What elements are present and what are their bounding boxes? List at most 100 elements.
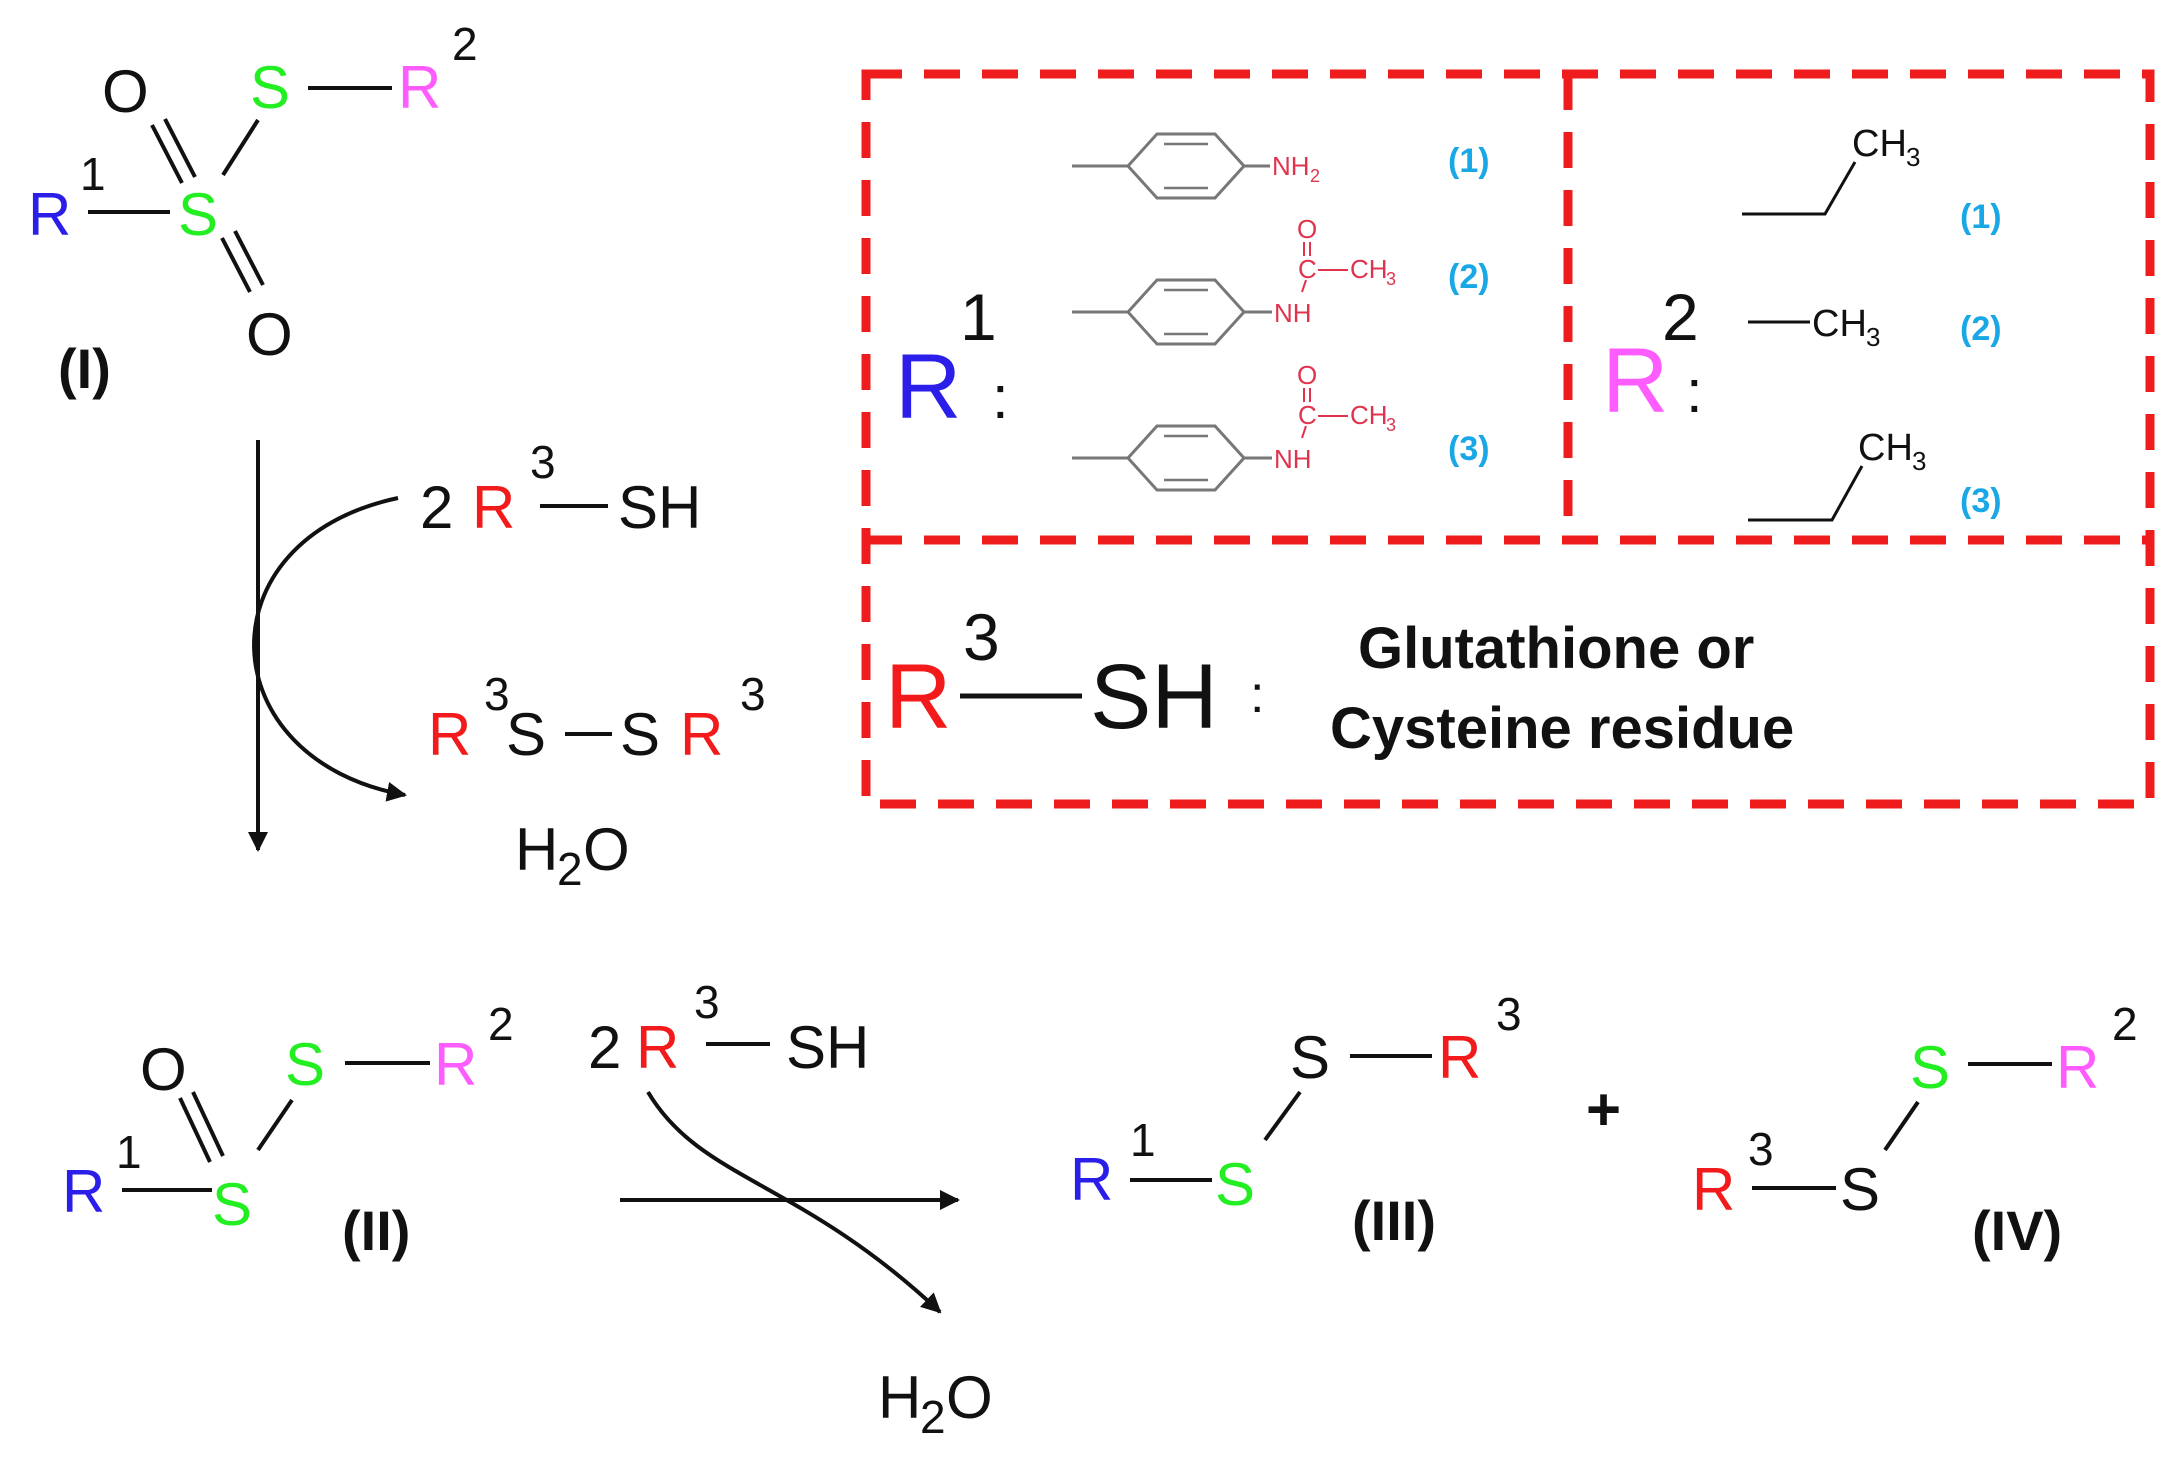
reagent-coefficient: 2 bbox=[588, 1014, 621, 1081]
atom-r1: R bbox=[1070, 1146, 1113, 1213]
atom-s-green: S bbox=[1215, 1151, 1255, 1218]
atom-o-top: O bbox=[102, 58, 149, 125]
water-2: 2 bbox=[920, 1391, 946, 1443]
ch3-sub: 3 bbox=[1906, 142, 1920, 172]
reaction-step-2: 2 R 3 SH H 2 O bbox=[588, 976, 993, 1443]
atom-s-black: S bbox=[1840, 1156, 1880, 1223]
r2-option-1: CH 3 (1) bbox=[1742, 123, 2002, 236]
r1-index-3: (3) bbox=[1448, 430, 1490, 468]
r3-description-line1: Glutathione or bbox=[1358, 616, 1754, 681]
legend-r2-colon: : bbox=[1686, 358, 1703, 425]
atom-o: O bbox=[140, 1036, 187, 1103]
atom-sulfonyl-s: S bbox=[178, 181, 218, 248]
plus-sign: + bbox=[1586, 1076, 1621, 1143]
label-compound-I: (I) bbox=[58, 337, 111, 400]
sup-1: 1 bbox=[116, 1126, 142, 1178]
ch3-sub: 3 bbox=[1912, 446, 1926, 476]
methyl-ch: CH bbox=[1350, 254, 1388, 284]
sup-2: 2 bbox=[452, 18, 478, 70]
legend-r3: R bbox=[885, 646, 951, 748]
r2-index-1: (1) bbox=[1960, 198, 2002, 236]
legend-r3-colon: : bbox=[1250, 666, 1264, 724]
sup-3: 3 bbox=[694, 976, 720, 1028]
atom-sulfinyl-s: S bbox=[212, 1171, 252, 1238]
carbonyl-o: O bbox=[1297, 360, 1317, 390]
water-o: O bbox=[946, 1364, 993, 1431]
sup-2: 2 bbox=[488, 998, 514, 1050]
atom-r2: R bbox=[398, 54, 441, 121]
r3-description-line2: Cysteine residue bbox=[1330, 696, 1794, 761]
r1-index-1: (1) bbox=[1448, 142, 1490, 180]
sup-3: 3 bbox=[1748, 1123, 1774, 1175]
byproduct-s-right: S bbox=[620, 701, 660, 768]
reagent-sh: SH bbox=[618, 474, 701, 541]
atom-o-bottom: O bbox=[246, 301, 293, 368]
water-o: O bbox=[583, 816, 630, 883]
byproduct-s-left: S bbox=[506, 701, 546, 768]
sup-1: 1 bbox=[1130, 1114, 1156, 1166]
reagent-r3: R bbox=[472, 474, 515, 541]
atom-r3: R bbox=[1438, 1024, 1481, 1091]
water-2: 2 bbox=[557, 843, 583, 895]
r2-index-3: (3) bbox=[1960, 482, 2002, 520]
reagent-r3: R bbox=[636, 1014, 679, 1081]
nh-group: NH bbox=[1274, 298, 1312, 328]
label-compound-III: (III) bbox=[1352, 1189, 1436, 1252]
sup-3: 3 bbox=[740, 668, 766, 720]
methyl-subscript: 3 bbox=[1386, 269, 1396, 289]
compound-III: R 1 S S R 3 (III) bbox=[1070, 988, 1522, 1252]
legend-r3-sh: SH bbox=[1090, 646, 1218, 748]
reagent-sh: SH bbox=[786, 1014, 869, 1081]
byproduct-r3-left: R bbox=[428, 701, 471, 768]
legend-r2: R bbox=[1602, 330, 1668, 432]
compound-I: R 1 S O O S R 2 (I) bbox=[28, 18, 478, 400]
atom-r1: R bbox=[62, 1158, 105, 1225]
atom-r2: R bbox=[2056, 1034, 2099, 1101]
atom-thio-s: S bbox=[250, 54, 290, 121]
ch3-sub: 3 bbox=[1866, 322, 1880, 352]
reaction-step-1: 2 R 3 SH R 3 S S R 3 H 2 O bbox=[248, 436, 766, 895]
nh-group: NH bbox=[1274, 444, 1312, 474]
sup-1: 1 bbox=[80, 148, 106, 200]
methyl-subscript: 3 bbox=[1386, 415, 1396, 435]
water-h: H bbox=[515, 816, 558, 883]
atom-s-green: S bbox=[1910, 1034, 1950, 1101]
sup-3: 3 bbox=[484, 668, 510, 720]
reagent-coefficient: 2 bbox=[420, 474, 453, 541]
sup-2: 2 bbox=[2112, 998, 2138, 1050]
ch3-c: CH bbox=[1812, 303, 1867, 345]
label-compound-IV: (IV) bbox=[1972, 1199, 2062, 1262]
atom-thio-s: S bbox=[285, 1031, 325, 1098]
legend-r2-sup: 2 bbox=[1662, 280, 1699, 354]
atom-r2: R bbox=[434, 1031, 477, 1098]
ch3-c: CH bbox=[1858, 427, 1913, 469]
carbonyl-o: O bbox=[1297, 214, 1317, 244]
nh2-group: NH bbox=[1272, 151, 1310, 181]
legend-r3-sup: 3 bbox=[963, 600, 1000, 674]
methyl-ch: CH bbox=[1350, 400, 1388, 430]
water-h: H bbox=[878, 1364, 921, 1431]
r1-option-2: NH C O CH 3 (2) bbox=[1072, 214, 1490, 346]
r2-index-2: (2) bbox=[1960, 310, 2002, 348]
compound-II: R 1 S O S R 2 (II) bbox=[62, 998, 514, 1262]
legend-r1: R bbox=[895, 336, 961, 438]
sup-3: 3 bbox=[530, 436, 556, 488]
label-compound-II: (II) bbox=[342, 1199, 410, 1262]
atom-s-black: S bbox=[1290, 1024, 1330, 1091]
r1-option-1: NH 2 (1) bbox=[1072, 132, 1490, 200]
nh2-subscript: 2 bbox=[1310, 166, 1320, 186]
carbonyl-c: C bbox=[1298, 254, 1317, 284]
atom-r3: R bbox=[1692, 1156, 1735, 1223]
r2-option-3: CH 3 (3) bbox=[1748, 427, 2002, 522]
substituent-legend: R 1 : NH 2 (1) NH C O CH bbox=[861, 69, 2155, 809]
carbonyl-c: C bbox=[1298, 400, 1317, 430]
legend-r1-sup: 1 bbox=[960, 280, 997, 354]
water-byproduct-2: H 2 O bbox=[878, 1364, 993, 1443]
sup-3: 3 bbox=[1496, 988, 1522, 1040]
ch3-c: CH bbox=[1852, 123, 1907, 165]
legend-r1-colon: : bbox=[992, 364, 1009, 431]
atom-r1: R bbox=[28, 181, 71, 248]
byproduct-r3-right: R bbox=[680, 701, 723, 768]
compound-IV: R 3 S S R 2 (IV) bbox=[1692, 998, 2138, 1262]
